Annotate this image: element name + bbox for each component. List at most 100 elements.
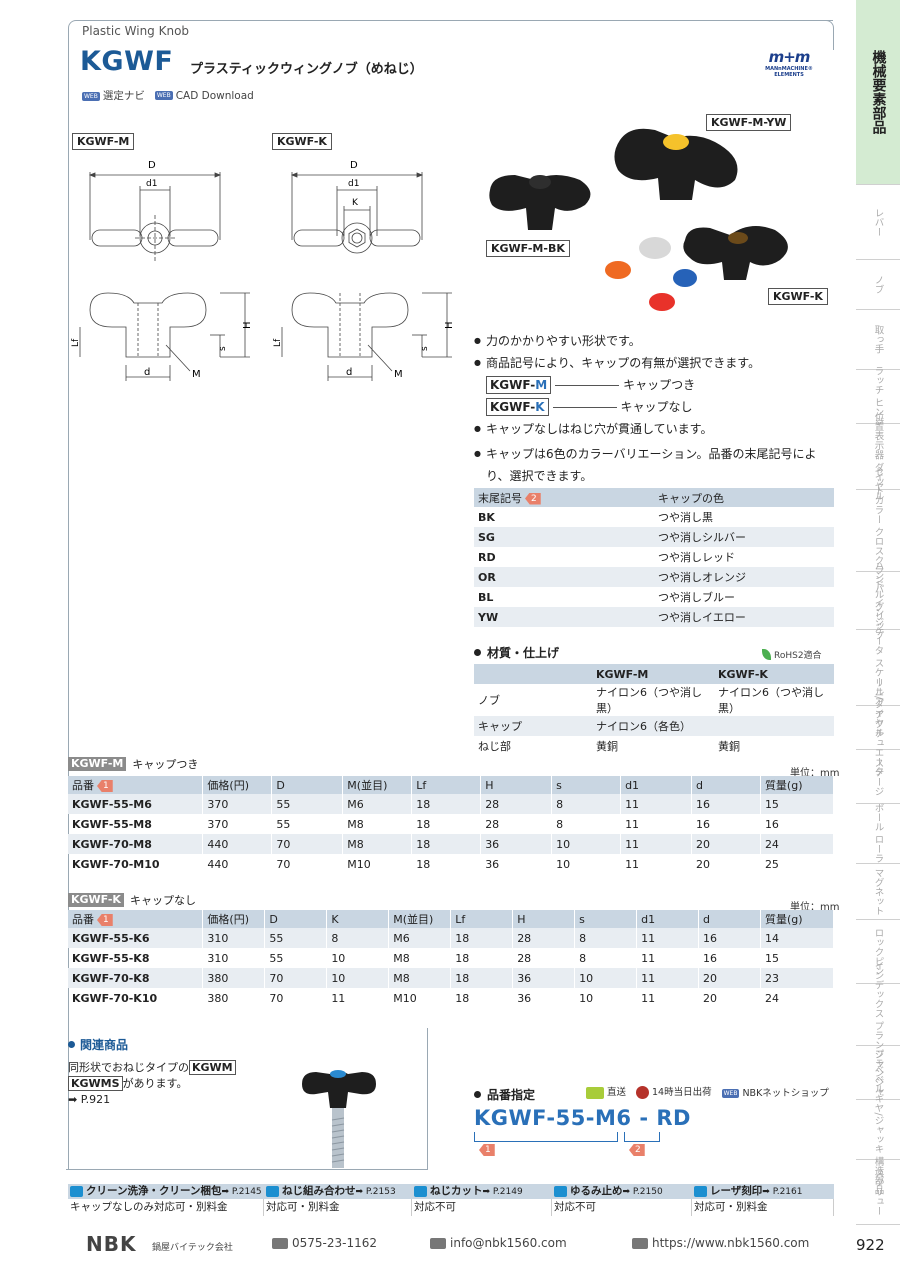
footer-mail[interactable]: info@nbk1560.com: [430, 1236, 567, 1250]
sidebar-item[interactable]: ノブ: [856, 260, 900, 310]
code-desc-m: キャップつき: [623, 378, 696, 392]
drawing-m-side-view: H Lf s d M: [71, 292, 253, 381]
sidebar-item[interactable]: セットカラー クロスクランパ: [856, 467, 900, 594]
dim-H-label: H: [242, 321, 253, 329]
page-number: 922: [856, 1236, 885, 1254]
spec-header-cell: d: [691, 776, 761, 794]
sidebar-item[interactable]: ロックピン: [856, 920, 900, 984]
related-box: [66, 1028, 428, 1170]
footer-tel[interactable]: 0575-23-1162: [272, 1236, 377, 1250]
product-photo: [489, 128, 788, 311]
sidebar-item[interactable]: レバー: [856, 185, 900, 260]
sidebar-item[interactable]: インデックス プランジャ: [856, 961, 900, 1068]
related-page-ref[interactable]: ➡ P.921: [68, 1093, 111, 1106]
dim-s-label: s: [420, 346, 430, 351]
sidebar-item[interactable]: ラッチ ヒンジ: [856, 366, 900, 427]
sidebar-item[interactable]: マグネット: [856, 864, 900, 920]
related-title: 関連商品: [68, 1036, 128, 1053]
code-row-m: KGWF-M キャップつき: [486, 374, 834, 396]
sidebar-item[interactable]: スクリュー: [856, 1160, 900, 1225]
materials-row: キャップナイロン6（各色）: [474, 716, 834, 736]
drawing-tag-m: KGWF-M: [72, 133, 135, 150]
spec-header-cell: M(並目): [388, 910, 452, 928]
sidebar-item[interactable]: 機械要素部品: [856, 0, 900, 185]
spec-header-cell: d: [698, 910, 761, 928]
drawing-k-top-view: D d1 K: [290, 160, 424, 254]
order-code: KGWF-55-M6 - RD: [474, 1106, 691, 1130]
feature-list: 力のかかりやすい形状です。 商品記号により、キャップの有無が選択できます。 KG…: [474, 330, 834, 487]
option-icon: [70, 1185, 83, 1197]
sidebar-item[interactable]: ボール ローラ: [856, 803, 900, 864]
page-frame: [68, 20, 833, 1170]
marker-1: 1: [479, 1144, 495, 1156]
leaf-icon: [762, 649, 771, 660]
footer-web[interactable]: https://www.nbk1560.com: [632, 1236, 809, 1250]
code-desc-k: キャップなし: [620, 400, 693, 414]
code-box-m: KGWF-M: [486, 376, 552, 394]
brand-logo-mark: m+m: [768, 48, 811, 66]
marker-2: 2: [525, 492, 541, 505]
sidebar-item[interactable]: リニア アクチュエータ: [856, 678, 900, 777]
feature-item: 力のかかりやすい形状です。: [474, 330, 834, 352]
sidebar-item[interactable]: 取っ手: [856, 310, 900, 370]
spec-header-cell: d1: [636, 910, 700, 928]
mail-icon: [430, 1238, 446, 1249]
option-icon: [266, 1185, 279, 1197]
marker-1: 1: [97, 780, 113, 792]
sidebar-item[interactable]: 位置表示器 ダイヤル: [856, 412, 900, 501]
dim-D-label: D: [148, 160, 156, 171]
option-icon: [554, 1185, 567, 1197]
order-title: 品番指定: [474, 1086, 535, 1103]
sidebar-item[interactable]: ハンドル グリップ: [856, 561, 900, 640]
leader-line: [552, 406, 617, 408]
related-link-kgwms[interactable]: KGWMS: [68, 1076, 123, 1091]
marker-1: 1: [97, 914, 113, 926]
color-table-header-color: キャップの色: [658, 491, 724, 505]
materials-row: ねじ部黄銅黄銅: [478, 740, 740, 753]
clock-icon: [636, 1086, 650, 1099]
dim-d-label: d: [346, 367, 352, 378]
page-frame-corner: [826, 20, 834, 50]
unit-label: 単位：mm: [790, 902, 840, 913]
order-bracket-1: [474, 1132, 618, 1142]
related-product-image: [302, 1070, 376, 1168]
sidebar-item[interactable]: プランジャ: [856, 1046, 900, 1100]
spec-header-cell: Lf: [411, 776, 482, 794]
spec-header-cell: s: [574, 910, 638, 928]
web-icon: [632, 1238, 648, 1249]
spec-header-cell: 価格(円): [202, 910, 266, 928]
materials-table: KGWF-M KGWF-K ノブナイロン6（つや消し黒）ナイロン6（つや消し黒）…: [474, 664, 834, 756]
sidebar-item[interactable]: インジケータ スケール/ダイヤル: [856, 598, 900, 737]
spec-header-cell: Lf: [450, 910, 514, 928]
sidebar-item[interactable]: ベベルギヤ/ジャッキ 構造部品: [856, 1065, 900, 1194]
photo-tag-yw: KGWF-M-YW: [706, 114, 792, 131]
code-box-k: KGWF-K: [486, 398, 549, 416]
related-link-kgwm[interactable]: KGWM: [189, 1060, 236, 1075]
spec-header-cell: H: [512, 910, 576, 928]
sidebar-item[interactable]: ステージ: [856, 750, 900, 804]
drawing-tag-k: KGWF-K: [272, 133, 332, 150]
